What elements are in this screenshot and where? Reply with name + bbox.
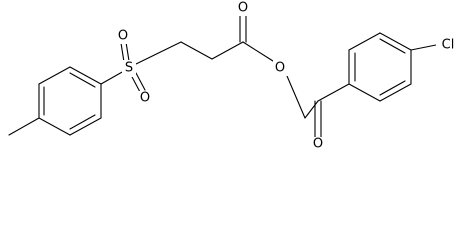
aromatic-double-bond <box>379 38 406 54</box>
bond <box>69 66 102 85</box>
sulfur-ch2-bond <box>135 41 182 65</box>
chain-bond <box>180 41 213 60</box>
aryl-chlorine-bond <box>410 44 437 51</box>
bond <box>379 83 412 102</box>
sulfur-atom-label: S <box>125 61 133 76</box>
bond <box>38 117 71 136</box>
bond <box>348 83 381 102</box>
ch2-ketone-bond <box>304 100 319 119</box>
sulfonyl-oxygen-top-label: O <box>118 29 128 44</box>
molecule-structure: S O O O O O Cl <box>8 0 455 152</box>
ester-oxygen-ch2-bond <box>286 75 306 119</box>
aromatic-double-bond <box>379 80 406 96</box>
bond <box>348 32 381 51</box>
aromatic-double-bond <box>69 114 96 130</box>
chlorine-atom-label: Cl <box>442 38 455 53</box>
ester-oxygen-label: O <box>275 61 285 76</box>
chlorophenyl-ring <box>348 32 412 102</box>
methyl-bond <box>8 117 40 136</box>
sulfonyl-double-bond-top <box>120 42 125 63</box>
ester-carbonyl-oxygen-label: O <box>238 1 248 16</box>
bond <box>379 32 412 51</box>
aromatic-double-bond <box>69 72 96 88</box>
sulfonyl-double-bond-top <box>125 41 130 62</box>
bond <box>69 117 102 136</box>
ketone-oxygen-label: O <box>313 137 323 152</box>
sulfonyl-double-bond-bottom <box>135 72 146 91</box>
aryl-sulfur-bond <box>100 70 125 85</box>
sulfonyl-double-bond-bottom <box>130 74 141 93</box>
ketone-aryl-bond <box>317 83 350 102</box>
methylphenyl-ring <box>38 66 102 136</box>
sulfonyl-oxygen-bottom-label: O <box>140 91 150 106</box>
chain-bond <box>211 41 244 60</box>
ester-bond <box>242 41 274 62</box>
bond <box>38 66 71 85</box>
